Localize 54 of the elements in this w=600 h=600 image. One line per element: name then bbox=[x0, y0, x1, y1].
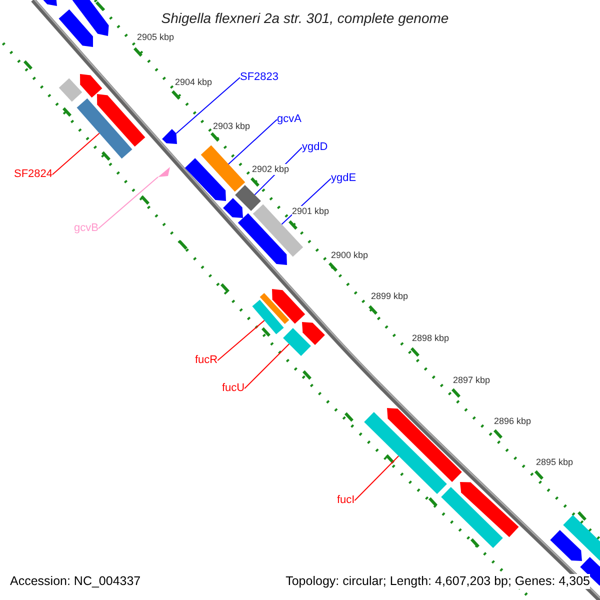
leader-line bbox=[244, 344, 290, 389]
gene-label: gcvB bbox=[74, 222, 98, 235]
gene-label: ygdD bbox=[302, 141, 328, 154]
info-text: Accession: NC_004337 bbox=[10, 574, 141, 589]
gene-feature bbox=[97, 94, 146, 147]
tick-label: 2895 kbp bbox=[536, 457, 574, 468]
gene-feature bbox=[260, 292, 290, 324]
gene-feature bbox=[72, 0, 109, 36]
leader-line bbox=[176, 77, 240, 134]
tick-label: 2896 kbp bbox=[494, 416, 532, 427]
gene-feature bbox=[238, 213, 287, 265]
tick-label: 2897 kbp bbox=[453, 375, 490, 386]
gene-feature bbox=[563, 514, 600, 562]
gene-label: fucU bbox=[222, 382, 245, 395]
gene-label: SF2824 bbox=[14, 168, 53, 181]
gene-feature bbox=[272, 289, 306, 324]
gene-feature bbox=[200, 145, 246, 192]
gene-label: gcvA bbox=[277, 113, 302, 126]
tick-label: 2900 kbp bbox=[331, 250, 368, 261]
tick-label: 2902 kbp bbox=[252, 164, 290, 175]
tick-label: 2898 kbp bbox=[412, 333, 450, 344]
tick-label: 2905 kbp bbox=[137, 32, 174, 43]
leader-line bbox=[98, 176, 158, 229]
gene-feature bbox=[460, 482, 519, 538]
info-text: Topology: circular; Length: 4,607,203 bp; Genes: 4,305 bbox=[286, 574, 590, 589]
gene-feature bbox=[184, 158, 226, 201]
gene-feature bbox=[550, 530, 582, 561]
leader-line bbox=[228, 119, 278, 165]
map-title: Shigella flexneri 2a str. 301, complete genome bbox=[160, 9, 450, 28]
gene-label: fucI bbox=[337, 494, 355, 507]
gene-feature bbox=[302, 322, 325, 345]
gene-label: ygdE bbox=[331, 172, 356, 185]
tick-label: 2901 kbp bbox=[292, 206, 330, 217]
gene-feature bbox=[441, 487, 503, 548]
leader-line bbox=[354, 456, 400, 501]
gene-feature bbox=[58, 9, 93, 47]
gene-label: SF2823 bbox=[240, 71, 279, 84]
leader-line bbox=[52, 132, 100, 175]
gene-feature bbox=[76, 98, 132, 159]
gene-feature bbox=[58, 78, 82, 102]
gene-feature bbox=[80, 74, 102, 98]
gene-feature bbox=[235, 185, 261, 211]
tick-label: 2904 kbp bbox=[175, 77, 212, 88]
gene-feature bbox=[162, 129, 177, 144]
gene-feature bbox=[223, 198, 243, 218]
gene-label: fucR bbox=[195, 354, 218, 367]
gene-feature bbox=[387, 408, 462, 482]
gene-feature bbox=[364, 412, 447, 494]
gene-feature bbox=[252, 300, 284, 334]
leader-line bbox=[217, 320, 265, 361]
tick-label: 2903 kbp bbox=[213, 121, 250, 132]
tick-label: 2899 kbp bbox=[371, 291, 408, 302]
gene-feature bbox=[283, 328, 311, 356]
gene-marker bbox=[158, 167, 170, 177]
